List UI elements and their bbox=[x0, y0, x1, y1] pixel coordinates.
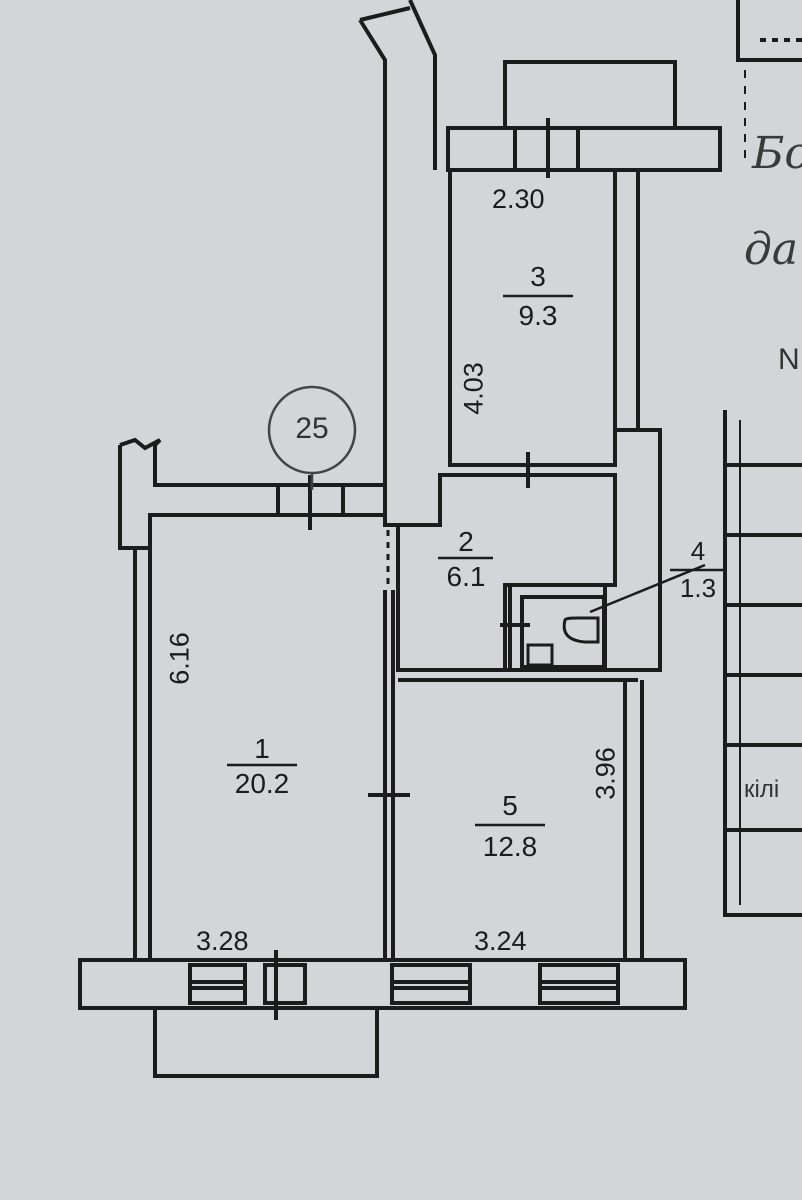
room-2-number: 2 bbox=[458, 526, 474, 557]
room-5-area: 12.8 bbox=[482, 831, 538, 862]
room-1-width-dimension: 3.28 bbox=[196, 926, 249, 956]
room-1-outline bbox=[118, 437, 410, 960]
stair-shaft bbox=[358, 0, 437, 480]
room-3-length-dimension: 4.03 bbox=[458, 362, 489, 415]
room-4-area: 1.3 bbox=[679, 573, 717, 603]
edge-table-word: кілі bbox=[744, 776, 780, 803]
room-3-area: 9.3 bbox=[518, 300, 558, 331]
room-5-number: 5 bbox=[502, 790, 518, 821]
room-1-area: 20.2 bbox=[234, 768, 290, 799]
marker-label: 25 bbox=[295, 412, 329, 445]
edge-script-mid: да bbox=[744, 224, 799, 275]
room-4-outline bbox=[500, 563, 706, 672]
bottom-wall bbox=[78, 950, 687, 1078]
edge-script-top: Бо bbox=[752, 128, 802, 179]
room-3-number: 3 bbox=[530, 261, 546, 292]
room-4-number: 4 bbox=[690, 536, 706, 566]
room-3-outline bbox=[448, 168, 640, 488]
room-5-length-dimension: 3.96 bbox=[590, 747, 621, 800]
room-1-length-dimension: 6.16 bbox=[164, 632, 195, 685]
room-3-width-dimension: 2.30 bbox=[492, 184, 545, 214]
room-1-number: 1 bbox=[254, 733, 270, 764]
room-5-outline bbox=[398, 678, 644, 960]
room-2-area: 6.1 bbox=[446, 561, 486, 592]
room-5-width-dimension: 3.24 bbox=[474, 926, 527, 956]
top-wall bbox=[446, 60, 722, 178]
side-table bbox=[723, 0, 802, 917]
edge-corner-mark: N bbox=[778, 343, 800, 376]
